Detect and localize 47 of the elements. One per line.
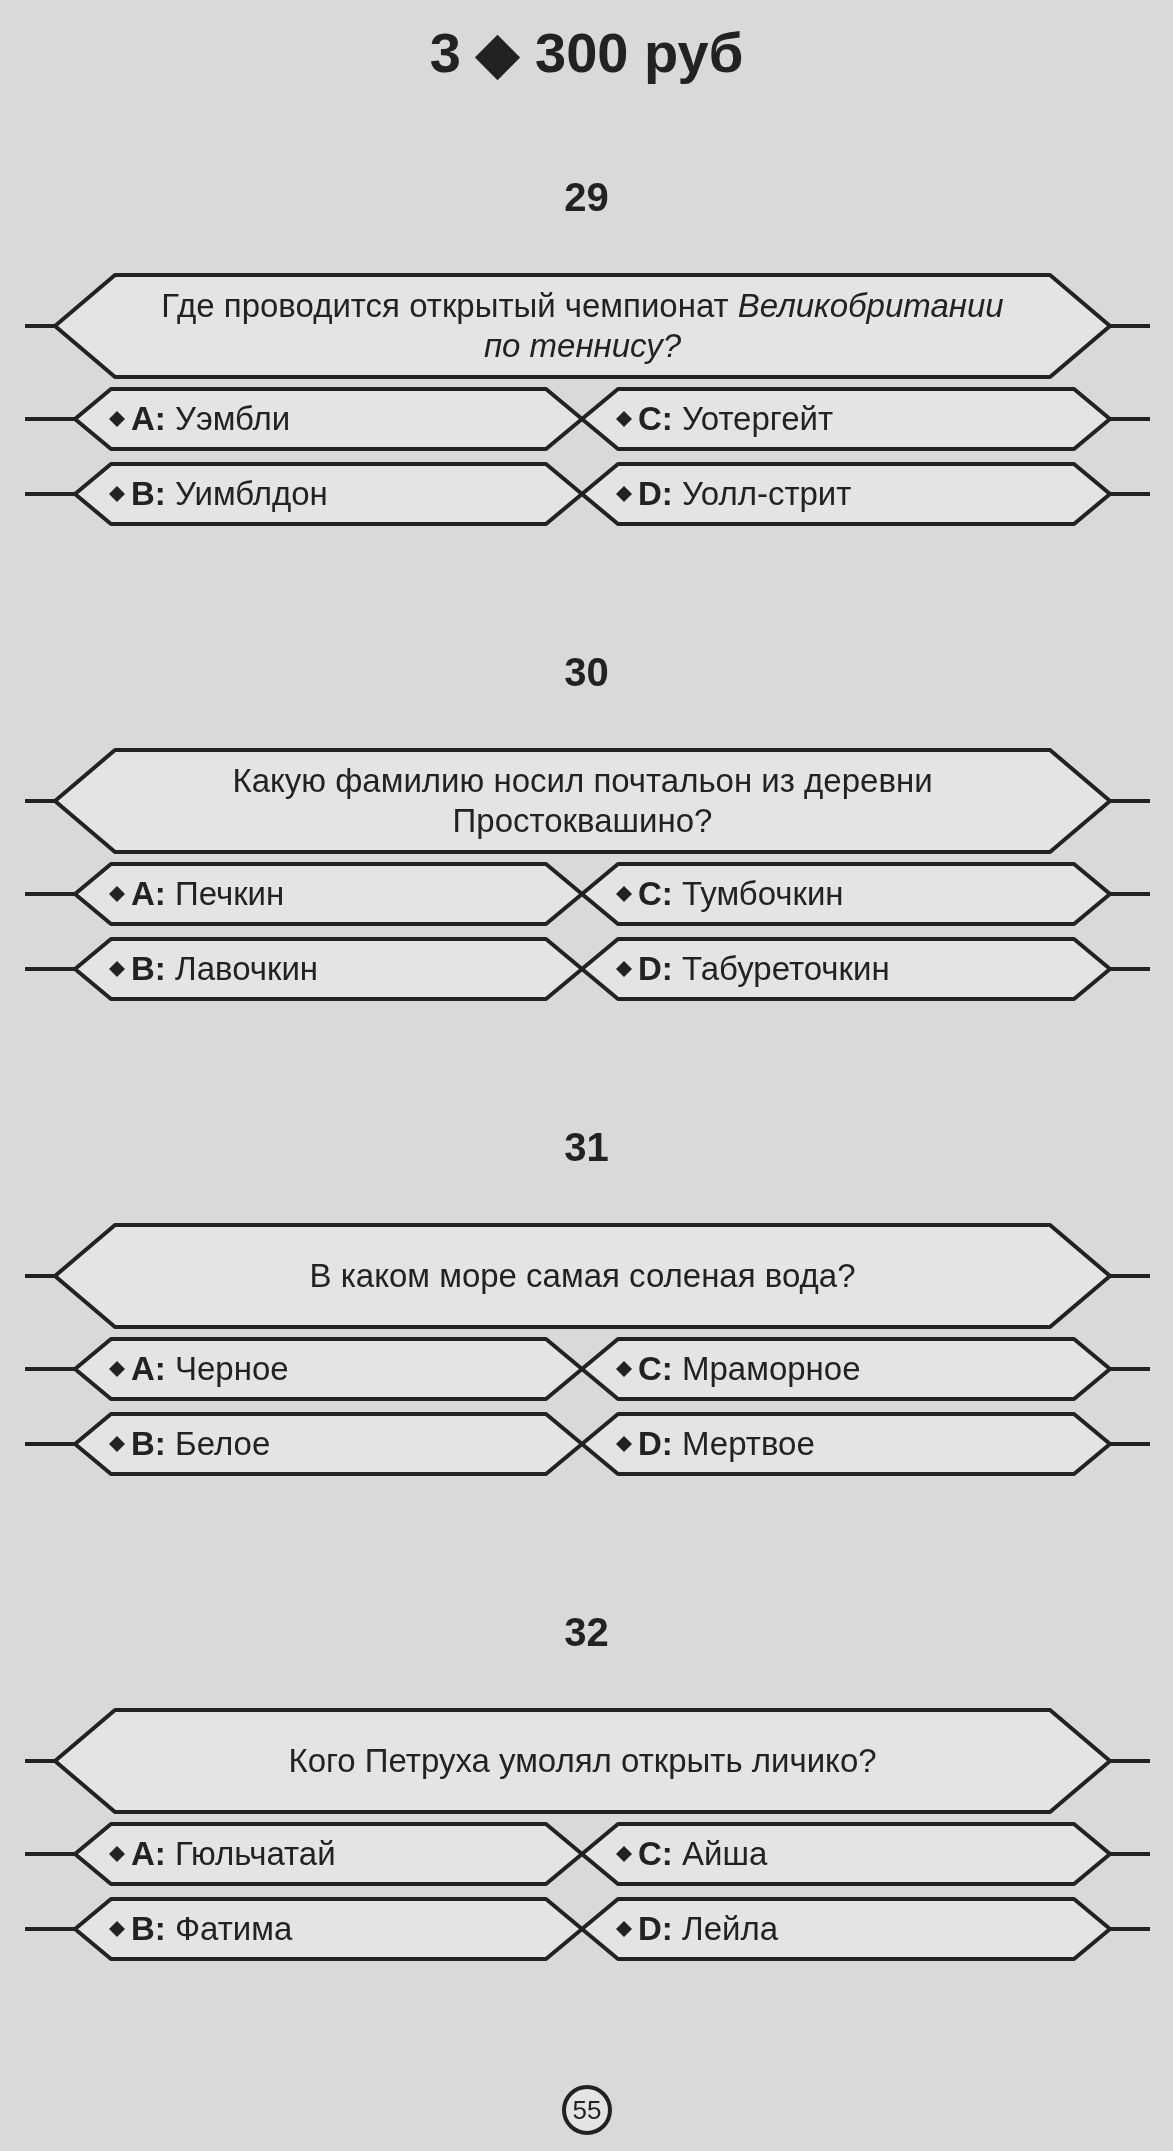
answer-text: A: Печкин	[131, 875, 285, 913]
answer-text: C: Уотергейт	[638, 400, 834, 438]
question-number: 30	[563, 650, 610, 695]
answer-text: D: Уолл-стрит	[638, 475, 852, 513]
answer-text: C: Тумбочкин	[638, 875, 844, 913]
question-box	[55, 1225, 1110, 1327]
answer-box	[582, 1824, 1110, 1884]
answer-text: B: Лавочкин	[131, 950, 319, 988]
answer-text: C: Айша	[638, 1835, 768, 1873]
answer-box	[582, 939, 1110, 999]
answer-text: B: Уимблдон	[131, 475, 328, 513]
question-text: Кого Петруха умолял открыть личико?	[287, 1741, 878, 1781]
answer-box	[75, 1899, 582, 1959]
page-number: 55	[572, 2094, 602, 2126]
page-title: 3 ◆ 300 руб	[428, 20, 745, 85]
question-text: Какую фамилию носил почтальон из деревни Простоквашино?	[231, 761, 934, 841]
question-number: 31	[563, 1125, 610, 1170]
question-text: В каком море самая соленая вода?	[308, 1256, 857, 1296]
answer-text: A: Уэмбли	[131, 400, 291, 438]
question-number: 32	[563, 1610, 610, 1655]
question-box	[55, 750, 1110, 852]
answer-text: D: Табуреточкин	[638, 950, 890, 988]
answer-text: A: Черное	[131, 1350, 289, 1388]
answer-box	[75, 864, 582, 924]
answer-box	[75, 1824, 582, 1884]
answer-text: C: Мраморное	[638, 1350, 861, 1388]
answer-text: D: Мертвое	[638, 1425, 815, 1463]
question-box	[55, 1710, 1110, 1812]
question-number: 29	[563, 175, 610, 220]
answer-box	[75, 389, 582, 449]
answer-box	[582, 1899, 1110, 1959]
question-box	[55, 275, 1110, 377]
answer-text: B: Белое	[131, 1425, 271, 1463]
answer-box	[582, 1339, 1110, 1399]
answer-box	[75, 939, 582, 999]
answer-box	[582, 464, 1110, 524]
page-number-circle	[562, 2085, 612, 2135]
answer-box	[582, 1414, 1110, 1474]
question-text: Где проводится открытый чемпионат Великобритании по теннису?	[160, 286, 1005, 366]
answer-text: A: Гюльчатай	[131, 1835, 336, 1873]
answer-text: D: Лейла	[638, 1910, 779, 1948]
answer-box	[75, 464, 582, 524]
answer-box	[582, 864, 1110, 924]
answer-text: B: Фатима	[131, 1910, 293, 1948]
answer-box	[75, 1414, 582, 1474]
answer-box	[582, 389, 1110, 449]
answer-box	[75, 1339, 582, 1399]
